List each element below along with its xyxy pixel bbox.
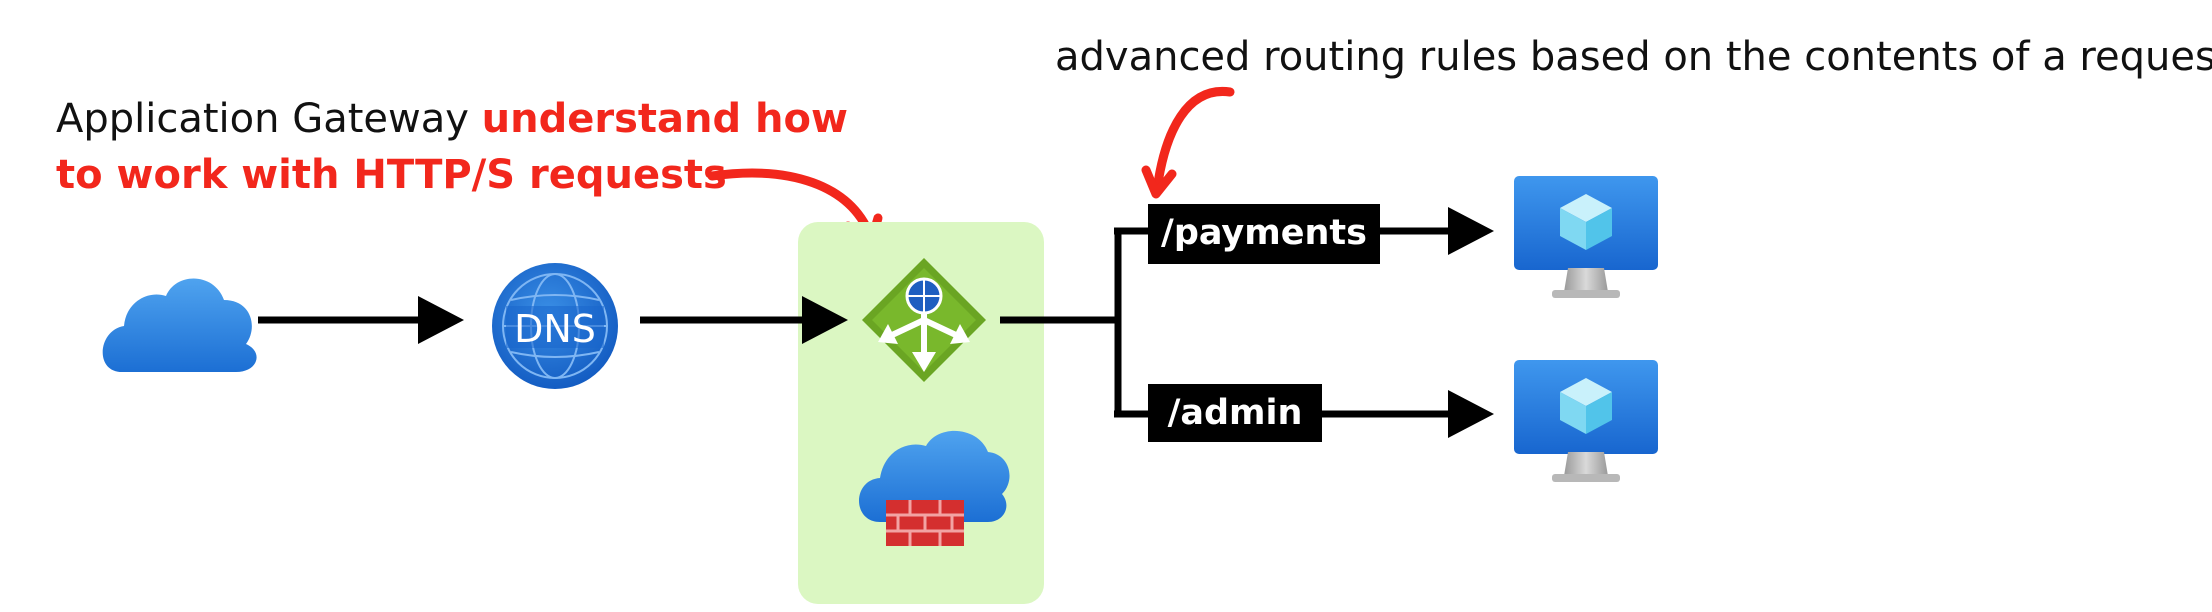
- routing-connector: [1000, 227, 1150, 418]
- route-label: /payments: [1161, 213, 1367, 253]
- route-payments: /payments: [1148, 204, 1494, 264]
- gateway-note-plain: Application Gateway: [56, 96, 482, 142]
- route-label-box: [1148, 384, 1322, 442]
- gateway-note-line1: Application Gateway understand how: [56, 96, 848, 142]
- gateway-note-line2: to work with HTTP/S requests: [56, 152, 727, 198]
- route-label: /admin: [1168, 393, 1303, 433]
- red-annotation-arrow-routing: [1141, 86, 1235, 199]
- routing-rules-note: advanced routing rules based on the cont…: [1055, 34, 2212, 80]
- cloud-icon: [102, 278, 257, 372]
- route-label-box: [1148, 204, 1380, 264]
- application-gateway-icon: [862, 258, 986, 382]
- virtual-machine-icon: [1514, 360, 1658, 482]
- route-admin: /admin: [1148, 384, 1494, 442]
- gateway-note-emphasis-1: understand how: [482, 96, 848, 142]
- arrow-dns-to-gateway: [640, 296, 848, 344]
- arrow-client-to-dns: [258, 296, 464, 344]
- dns-label: DNS: [514, 307, 596, 351]
- dns-icon: DNS: [492, 263, 618, 389]
- virtual-machine-icon: [1514, 176, 1658, 298]
- web-application-firewall-icon: [859, 430, 1010, 546]
